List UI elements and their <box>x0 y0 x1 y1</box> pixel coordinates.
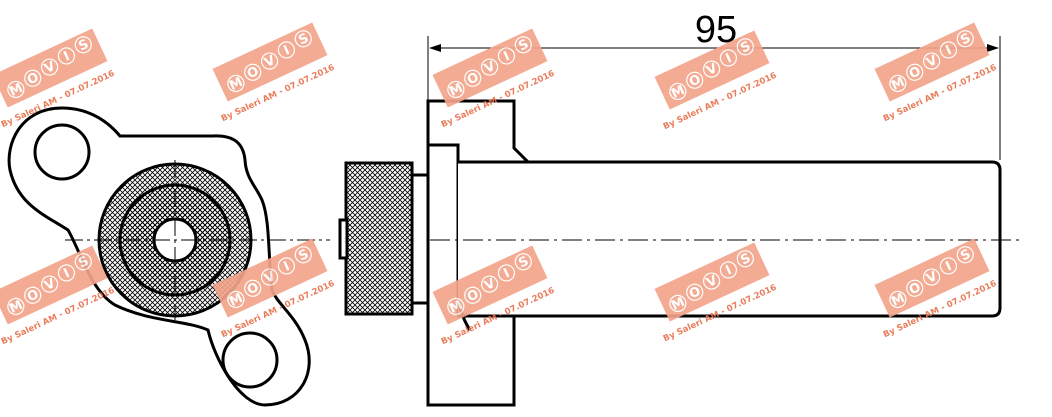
watermark-letter: M <box>669 295 687 314</box>
watermark-letter: I <box>501 266 512 282</box>
watermark-letter-ring <box>939 257 958 275</box>
watermark-letter-ring <box>464 69 482 87</box>
watermark-letter-ring <box>719 49 738 67</box>
watermark-letter: M <box>669 83 687 102</box>
watermark-letter-ring <box>294 246 312 264</box>
watermark-logo-box <box>654 30 770 110</box>
watermark-letter-ring <box>702 60 721 78</box>
watermark-letter-ring <box>244 63 262 81</box>
watermark-letter-ring <box>24 69 42 87</box>
watermark-letter: M <box>227 291 245 310</box>
watermark-letter-ring <box>260 52 279 70</box>
watermark-letter: I <box>501 49 512 65</box>
watermark-letter-ring <box>57 47 76 65</box>
watermark-letter-ring <box>74 253 92 271</box>
watermark-letter-ring <box>227 290 245 309</box>
cap-stub <box>338 218 349 260</box>
watermark-letter-ring <box>497 47 516 65</box>
watermark-letter-ring <box>889 74 907 93</box>
watermark-letter-ring <box>669 82 687 101</box>
watermark-letter-ring <box>447 80 465 99</box>
watermark-letter-ring <box>40 58 59 76</box>
watermark-letter-ring <box>956 246 974 264</box>
watermark-letter-ring <box>736 38 754 56</box>
watermark-letter-ring <box>447 297 465 316</box>
watermark-letter-ring <box>7 80 25 99</box>
cylinder-body <box>458 160 1002 318</box>
watermark-logo-box <box>212 238 328 318</box>
watermark-letter-ring <box>939 41 958 59</box>
watermark-letter-ring <box>922 268 941 286</box>
watermark-letter-ring <box>922 52 941 70</box>
watermark-letter-ring <box>7 297 25 316</box>
watermark-letter: M <box>889 291 907 310</box>
watermark-letter-ring <box>480 58 499 76</box>
watermark-letter-ring <box>277 257 296 275</box>
watermark-logo-box <box>874 238 990 318</box>
watermark-letter-ring <box>956 30 974 48</box>
watermark-letter: I <box>281 43 292 59</box>
watermark-letter-ring <box>669 294 687 313</box>
watermark-logo-box <box>874 22 990 102</box>
watermark-letter: I <box>281 259 292 275</box>
watermark-letter-ring <box>719 261 738 279</box>
watermark-letter-ring <box>294 30 312 48</box>
watermark-letter-ring <box>889 290 907 309</box>
watermark-letter: I <box>61 266 72 282</box>
watermark-logo-box <box>212 22 328 102</box>
watermark-letter: I <box>723 51 734 67</box>
flange-outline <box>7 106 311 407</box>
watermark-logo-box <box>0 245 108 325</box>
watermark-letter: M <box>7 81 25 100</box>
flange-centerlines <box>65 160 330 320</box>
watermark-letter: M <box>447 81 465 100</box>
tensioner-side-view <box>338 99 1002 407</box>
watermark-logo-box <box>432 245 548 325</box>
watermark-letter: M <box>7 298 25 317</box>
flange-front-view <box>7 106 311 407</box>
watermark-letter-ring <box>227 74 245 93</box>
watermark-letter-ring <box>464 286 482 304</box>
cap-collar <box>410 173 430 305</box>
watermark-letter: I <box>943 259 954 275</box>
watermark-letter-ring <box>686 71 704 89</box>
watermark-letter-ring <box>906 63 924 81</box>
watermark-letter-ring <box>686 283 704 301</box>
watermark-letter-ring <box>702 272 721 290</box>
watermark-letter-ring <box>244 279 262 297</box>
watermark-letter-ring <box>480 275 499 293</box>
watermark-letter: I <box>61 49 72 65</box>
watermark-letter-ring <box>736 250 754 268</box>
watermark-logo-box <box>654 242 770 322</box>
watermark-letter-ring <box>74 36 92 54</box>
knurled-cap <box>344 161 414 316</box>
watermark-letter-ring <box>57 264 76 282</box>
watermark-logo-box <box>432 28 548 108</box>
watermark-letter-ring <box>497 264 516 282</box>
watermark-letter: M <box>447 298 465 317</box>
watermark-letter: I <box>723 263 734 279</box>
bottom-bolt-hole <box>221 331 279 389</box>
watermark-letter-ring <box>277 41 296 59</box>
watermark-letter-ring <box>260 268 279 286</box>
watermark-logo-box <box>0 28 108 108</box>
watermark-letter: M <box>227 75 245 94</box>
top-bolt-hole <box>33 123 91 181</box>
watermark-letter-ring <box>514 36 532 54</box>
watermark-letter-ring <box>24 286 42 304</box>
watermark-letter-ring <box>514 253 532 271</box>
watermark-letter: M <box>889 75 907 94</box>
watermark-letter: I <box>943 43 954 59</box>
watermark-letter-ring <box>906 279 924 297</box>
watermark-letter-ring <box>40 275 59 293</box>
